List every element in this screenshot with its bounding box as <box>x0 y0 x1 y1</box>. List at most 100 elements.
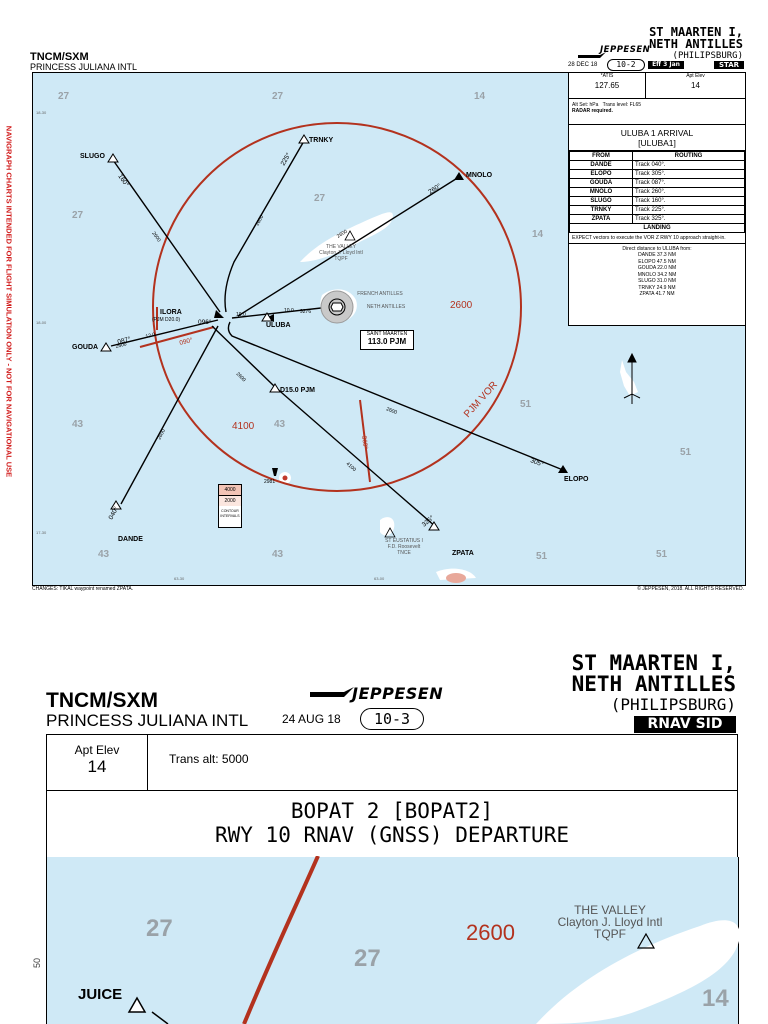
chart1-city-line2: NETH ANTILLES <box>649 37 743 51</box>
chart1-jeppesen-wordmark: JEPPESEN <box>600 45 651 55</box>
waypoint-trnky-triangle <box>298 134 310 144</box>
grid-number: 51 <box>656 549 668 560</box>
chart1-info-panel: *ATIS 127.65 Apt Elev 14 Alt Set: hPa Tr… <box>568 72 746 326</box>
waypoint-juice-triangle <box>127 996 147 1013</box>
chart1-airport-code: TNCM/SXM <box>30 51 89 63</box>
place-the-valley: THE VALLEY <box>326 244 357 250</box>
grid-number: 43 <box>272 549 284 560</box>
direct-item: SLUGO 31.0 NM <box>638 278 676 284</box>
track-090-line <box>139 326 215 348</box>
track-elopo: 305° <box>529 456 545 468</box>
elevation-label: Apt Elev <box>686 73 705 79</box>
chart2-elevation-value: 14 <box>87 757 107 776</box>
chart2-transition-altitude: Trans alt: 5000 <box>169 752 249 766</box>
contour-legend: 4000 2000 CONTOUR INTERVALS <box>218 484 242 528</box>
vor-name: SAINT MAARTEN <box>366 331 408 337</box>
atis-frequency: 127.65 <box>594 80 620 90</box>
direct-item: TRNKY 24.9 NM <box>638 284 676 291</box>
anguilla-island-enlarged <box>536 920 740 1024</box>
waypoint-trnky: TRNKY <box>309 137 333 144</box>
chart2-grid-number: 14 <box>702 985 729 1012</box>
landing-header: LANDING <box>569 223 745 233</box>
grid-number: 43 <box>72 419 84 430</box>
distance-vor: 10.0 <box>284 308 294 314</box>
chart1-jeppesen-logo <box>578 45 622 58</box>
altitude-elopo: 2600 <box>385 406 398 416</box>
chart2-city-line2: NETH ANTILLES <box>571 672 736 696</box>
chart1-chart-number: 10-2 <box>607 59 645 71</box>
longitude-label: 63-00 <box>374 576 385 581</box>
chart2-date: 24 AUG 18 <box>282 712 341 726</box>
altitude-d15: 2600 <box>235 371 247 383</box>
distance-gouda: 12.0 <box>145 332 156 340</box>
grid-number: 27 <box>314 193 326 204</box>
chart2-place-valley-airport: Clayton J. Lloyd Intl <box>558 915 663 929</box>
pjm-vor-arc-label: PJM VOR <box>462 380 500 420</box>
waypoint-elopo-triangle <box>558 465 568 473</box>
route-zpata <box>273 385 437 528</box>
north-arrow-icon <box>623 352 641 404</box>
elevation-value: 14 <box>691 80 700 90</box>
latitude-label: 18-30 <box>36 110 47 115</box>
obstacle-elevation: 2981 <box>264 479 275 485</box>
waypoint-dande-triangle <box>110 500 122 510</box>
contour-mid: 2000 <box>219 496 241 506</box>
track-090: 090° <box>179 336 194 347</box>
chart2-place-valley: THE VALLEY <box>574 903 646 917</box>
waypoint-d15: D15.0 PJM <box>280 387 315 394</box>
chart1-chart-type: STAR <box>714 61 744 69</box>
direct-header: Direct distance to ULUBA from: <box>622 246 692 252</box>
vor-frequency: 113.0 PJM <box>367 337 407 346</box>
chart2-grid-number: 27 <box>354 945 381 972</box>
procedure-code: [ULUBA1] <box>638 138 676 148</box>
chart2-waypoint-juice: JUICE <box>78 986 122 1003</box>
grid-number: 14 <box>532 229 544 240</box>
direct-item: MNOLO 34.2 NM <box>637 271 677 278</box>
waypoint-mnolo: MNOLO <box>466 172 493 179</box>
chart2-procedure-title: BOPAT 2 [BOPAT2] <box>290 799 494 823</box>
waypoint-d15-triangle <box>269 383 281 393</box>
chart1-copyright: © JEPPESEN, 2018. ALL RIGHTS RESERVED. <box>637 586 744 592</box>
grid-number: 27 <box>272 91 284 102</box>
chart1-map: 27 27 14 27 27 14 43 43 51 51 43 43 51 5… <box>36 91 692 583</box>
chart2-airport-icon <box>636 932 656 949</box>
waypoint-slugo-triangle <box>107 153 119 163</box>
small-island-east <box>620 360 638 396</box>
chart2-place-valley-code: TQPF <box>594 927 626 941</box>
chart2-jeppesen-logo <box>310 686 354 705</box>
latitude-label: 17-30 <box>36 530 47 535</box>
longitude-label: 63-30 <box>174 576 185 581</box>
waypoint-ilora-subtitle: (PJM D20.0) <box>152 317 180 323</box>
altimeter-setting: Alt Set: hPa <box>572 102 599 108</box>
landing-text: EXPECT vectors to execute the VOR Z RWY … <box>569 233 745 244</box>
chart1-changes: CHANGES: TIKAL waypoint renamed ZPATA. <box>32 586 134 592</box>
altitude-9276: 9276 <box>300 309 311 315</box>
chart1-city-line1: ST MAARTEN I, <box>649 25 743 39</box>
waypoint-mnolo-triangle <box>454 172 464 180</box>
radar-note: RADAR required. <box>572 108 613 114</box>
place-valley-airport: Clayton J. Lloyd Intl <box>319 250 363 256</box>
msa-southwest: 4100 <box>232 421 255 432</box>
direct-item: GOUDA 22.0 NM <box>637 265 677 271</box>
st-kitts-terrain <box>446 573 466 583</box>
airport-valley-icon <box>344 230 356 241</box>
track-slugo: 160° <box>116 173 130 189</box>
chart2-grid-number: 27 <box>146 915 173 942</box>
chart2-chart-number: 10-3 <box>360 708 424 730</box>
chart2-msa: 2600 <box>466 920 515 945</box>
contour-label: CONTOUR INTERVALS <box>220 509 240 518</box>
routing-header-from: FROM <box>569 151 633 161</box>
direct-item: ELOPO 47.5 NM <box>638 258 676 265</box>
altitude-dande: 2600 <box>156 428 167 441</box>
route-elopo <box>227 321 564 471</box>
place-eustatius-code: TNCE <box>397 550 411 556</box>
st-eustatius-island <box>380 517 395 536</box>
altitude-zpata: 4100 <box>345 461 357 473</box>
grid-number: 14 <box>474 91 486 102</box>
chart2-elevation-label: Apt Elev <box>74 743 120 757</box>
chart2-chart-type: RNAV SID <box>634 716 736 733</box>
